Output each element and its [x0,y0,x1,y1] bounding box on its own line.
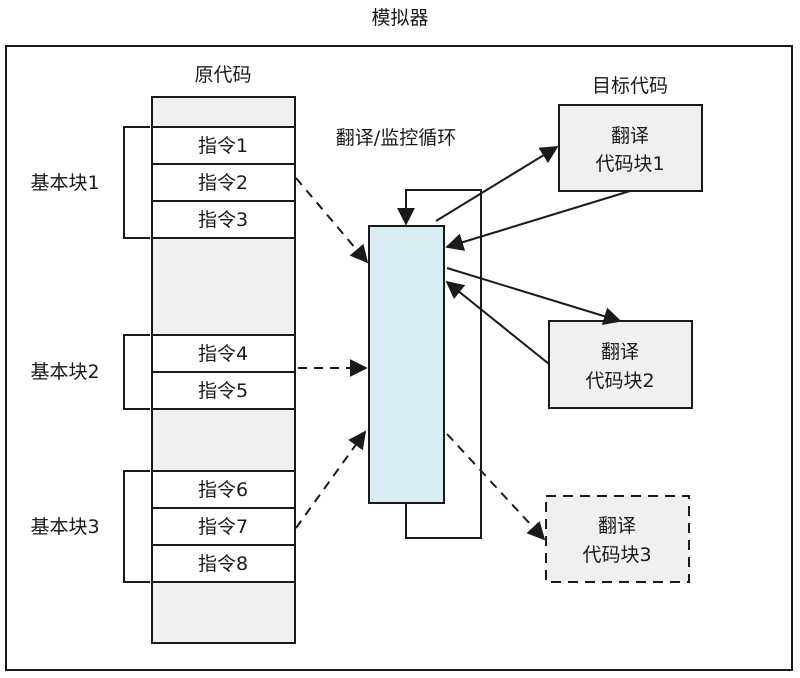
instruction-row-5 [151,371,296,410]
instruction-row-7 [151,507,296,546]
basic-block-2-bracket [123,334,150,410]
basic-block-3-label: 基本块3 [30,516,99,538]
instruction-label: 指令2 [198,172,248,194]
arrow-monitor-to-block1 [435,146,559,222]
diagram-title: 模拟器 [371,7,428,29]
translated-block-3-line2: 代码块3 [582,544,651,566]
basic-block-2-label: 基本块2 [30,361,99,383]
translated-block-2-line1: 翻译 [601,341,639,363]
translated-block-3 [545,495,690,583]
instruction-label: 指令7 [198,516,248,538]
arrow-block1-to-monitor [445,190,631,251]
translated-block-1 [558,104,703,192]
target-code-heading: 目标代码 [592,75,668,97]
arrow-instr7-to-monitor [295,430,367,529]
translated-block-2-line2: 代码块2 [585,370,654,392]
basic-block-1-bracket [123,126,150,239]
arrow-instr2-to-monitor [295,177,369,264]
translate-monitor-loop-label: 翻译/监控循环 [336,127,456,149]
translated-block-3-line1: 翻译 [598,515,636,537]
instruction-label: 指令6 [198,479,248,501]
arrow-monitor-to-block2 [446,267,622,325]
instruction-label: 指令4 [198,343,248,365]
translated-block-1-line2: 代码块1 [595,153,664,175]
emulator-frame [5,45,793,671]
instruction-rows [151,126,296,583]
translate-monitor-box [368,225,445,504]
instruction-label: 指令3 [198,209,248,231]
basic-block-3-bracket [123,470,150,583]
instruction-row-8 [151,544,296,583]
instruction-row-3 [151,200,296,239]
arrow-monitor-to-block3 [446,433,546,541]
basic-block-1-label: 基本块1 [30,172,99,194]
translated-block-1-line1: 翻译 [611,125,649,147]
loop-arrow [397,189,482,539]
arrow-block2-to-monitor [445,280,550,365]
instruction-label: 指令8 [198,553,248,575]
translated-block-2 [548,320,693,409]
instruction-row-2 [151,163,296,202]
instruction-label: 指令5 [198,380,248,402]
source-code-heading: 原代码 [194,64,251,86]
instruction-row-6 [151,470,296,509]
instruction-label: 指令1 [198,135,248,157]
